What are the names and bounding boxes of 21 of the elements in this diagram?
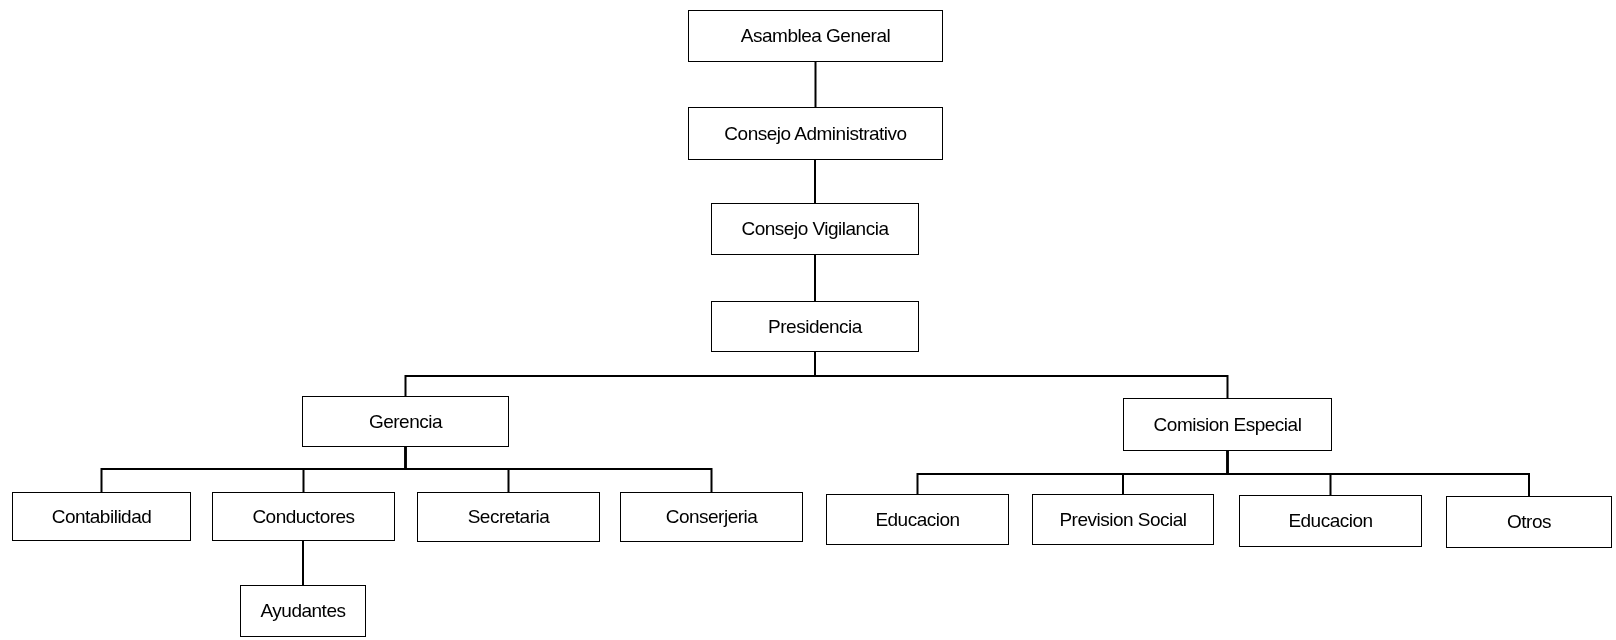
org-box: Prevision Social — [1032, 494, 1214, 545]
org-box: Conserjeria — [620, 492, 803, 542]
org-box: Educacion — [826, 494, 1009, 545]
org-box: Educacion — [1239, 495, 1422, 547]
connector-line — [302, 540, 304, 586]
org-box: Presidencia — [711, 301, 919, 352]
connector-line — [814, 254, 816, 302]
connector-line — [404, 446, 713, 493]
org-box: Secretaria — [417, 492, 600, 542]
connector-line — [814, 61, 817, 108]
org-box: Conductores — [212, 492, 395, 541]
org-box: Comision Especial — [1123, 398, 1332, 451]
org-box: Contabilidad — [12, 492, 191, 541]
org-box: Consejo Vigilancia — [711, 203, 919, 255]
org-box: Consejo Administrativo — [688, 107, 943, 160]
org-box: Gerencia — [302, 396, 509, 447]
org-box: Ayudantes — [240, 585, 366, 637]
org-box: Asamblea General — [688, 10, 943, 62]
connector-line — [814, 159, 816, 204]
org-box: Otros — [1446, 496, 1612, 548]
connector-line — [1226, 450, 1530, 497]
